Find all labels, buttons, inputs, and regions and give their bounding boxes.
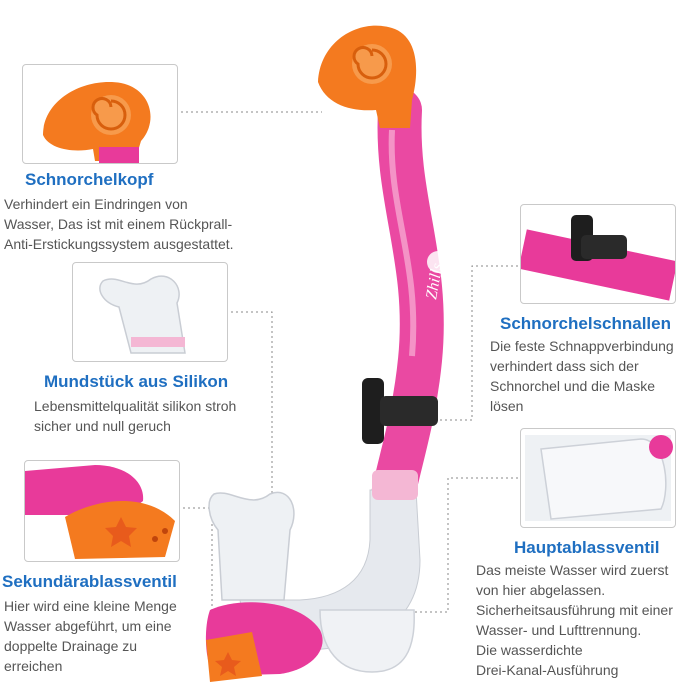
starfish-icon bbox=[215, 652, 241, 676]
purge-chamber-icon bbox=[525, 435, 673, 521]
thumbnail-schnorchelschnallen bbox=[520, 204, 676, 304]
mouthpiece bbox=[208, 491, 295, 601]
bottom-valve bbox=[205, 602, 323, 682]
feature-title-hauptablassventil: Hauptablassventil bbox=[514, 538, 660, 557]
feature-title-mundstueck: Mundstück aus Silikon bbox=[44, 372, 229, 391]
thumbnail-hauptablassventil bbox=[520, 428, 676, 528]
feature-desc-schnorchelschnallen: Die feste Schnappverbindung verhindert d… bbox=[490, 338, 674, 414]
snorkel-head bbox=[318, 25, 417, 128]
valve-starfish-icon bbox=[25, 465, 175, 559]
leader-line-hauptablass bbox=[406, 477, 518, 613]
feature-desc-schnorchelkopf: Verhindert ein Eindringen von Wasser, Da… bbox=[4, 196, 234, 252]
buckle-clip-icon bbox=[521, 215, 675, 301]
thumbnail-mundstueck bbox=[72, 262, 228, 362]
mouthpiece-icon bbox=[99, 275, 186, 354]
feature-desc-hauptablassventil: Das meiste Wasser wird zuerst von hier a… bbox=[476, 562, 673, 678]
brand-mark: Zhills bbox=[423, 262, 446, 301]
snorkel-clip bbox=[362, 378, 438, 444]
thumbnail-schnorchelkopf bbox=[22, 64, 178, 164]
snorkel-tube bbox=[370, 88, 444, 522]
leader-line-schnallen bbox=[438, 265, 518, 421]
orange-shell-top-icon bbox=[43, 82, 151, 163]
feature-title-schnorchelschnallen: Schnorchelschnallen bbox=[500, 314, 671, 333]
purge-chamber bbox=[319, 609, 415, 673]
leader-line-mundstueck bbox=[226, 311, 273, 501]
leader-line-sekundaer bbox=[178, 507, 213, 618]
feature-title-schnorchelkopf: Schnorchelkopf bbox=[25, 170, 154, 189]
feature-desc-mundstueck: Lebensmittelqualität silikon stroh siche… bbox=[34, 398, 237, 434]
feature-title-sekundaerablassventil: Sekundärablassventil bbox=[2, 572, 177, 591]
thumbnail-sekundaerablassventil bbox=[24, 460, 180, 562]
feature-desc-sekundaerablassventil: Hier wird eine kleine Menge Wasser abgef… bbox=[4, 598, 177, 674]
